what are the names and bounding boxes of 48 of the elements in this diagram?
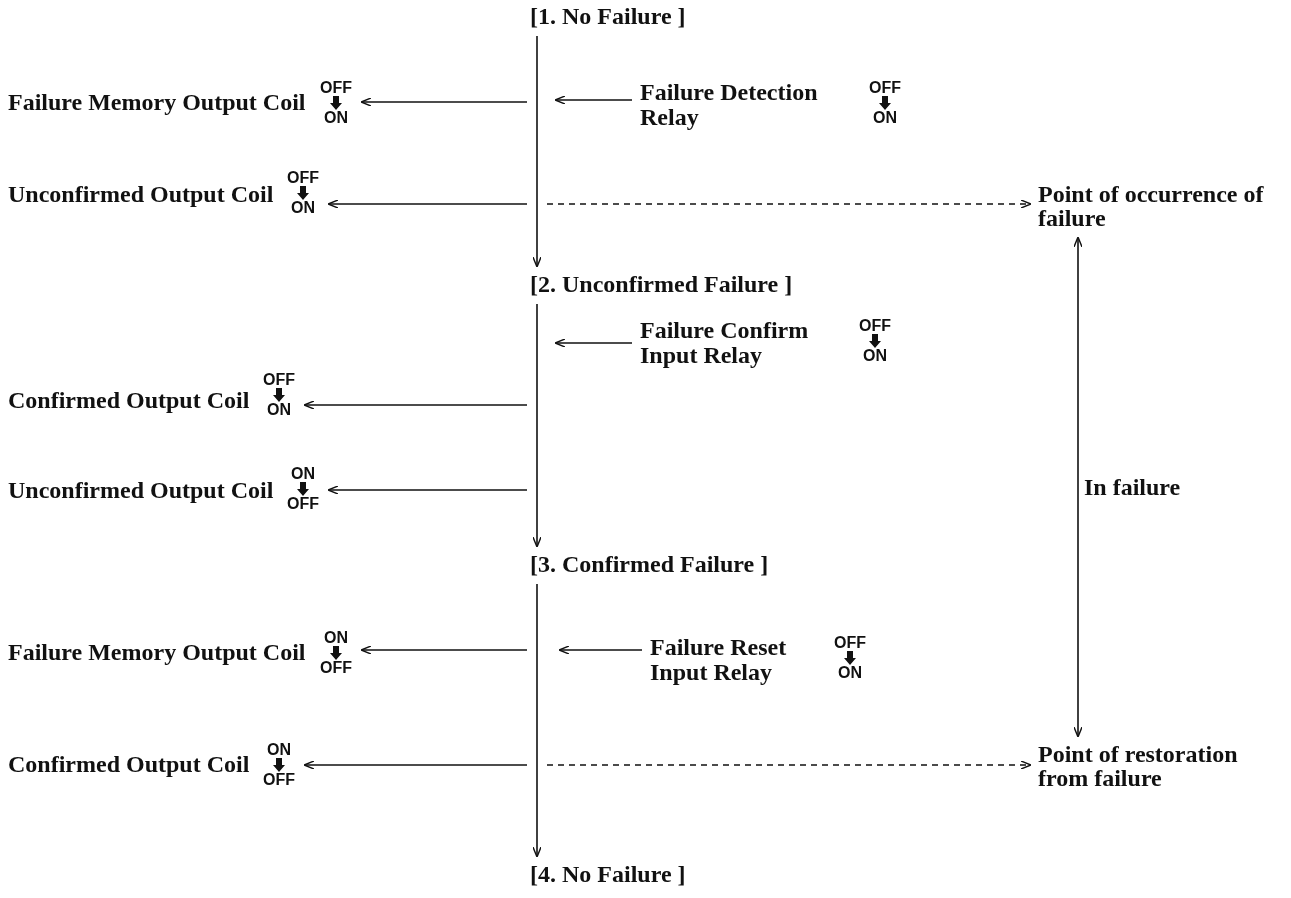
vertical-arrow xyxy=(532,35,542,268)
state-text: OFF xyxy=(287,496,319,512)
state-text: ON xyxy=(873,110,897,126)
heading-label: [1. No Failure ] xyxy=(530,4,730,28)
arrow xyxy=(554,338,633,348)
coil-label: Unconfirmed Output Coil xyxy=(8,182,274,207)
arrow xyxy=(360,645,528,655)
state-text: ON xyxy=(838,665,862,681)
state-text: ON xyxy=(863,348,887,364)
heading-label: [3. Confirmed Failure ] xyxy=(530,552,830,576)
state-text: OFF xyxy=(834,635,866,651)
heading-label: [2. Unconfirmed Failure ] xyxy=(530,272,850,296)
relay-label: Failure Reset Input Relay xyxy=(650,635,788,685)
arrow xyxy=(327,199,528,209)
coil-label: Unconfirmed Output Coil xyxy=(8,478,274,503)
vertical-arrow xyxy=(532,303,542,548)
dashed-arrow xyxy=(546,760,1032,770)
arrow xyxy=(303,400,528,410)
state-text: ON xyxy=(291,200,315,216)
relay-label: Failure Confirm Input Relay xyxy=(640,318,810,368)
arrow xyxy=(303,760,528,770)
event-label: Point of occurrence of failure xyxy=(1038,182,1270,230)
state-text: ON xyxy=(324,110,348,126)
state-text: OFF xyxy=(869,80,901,96)
state-text: OFF xyxy=(263,372,295,388)
coil-label: Confirmed Output Coil xyxy=(8,752,250,777)
state-text: OFF xyxy=(320,660,352,676)
coil-label: Failure Memory Output Coil xyxy=(8,90,306,115)
state-text: ON xyxy=(267,402,291,418)
state-text: OFF xyxy=(320,80,352,96)
coil-label: Failure Memory Output Coil xyxy=(8,640,306,665)
arrow xyxy=(558,645,643,655)
state-text: OFF xyxy=(859,318,891,334)
relay-label: Failure Detection Relay xyxy=(640,80,819,130)
arrow xyxy=(360,97,528,107)
vertical-arrow xyxy=(532,583,542,858)
vertical-arrow xyxy=(1073,236,1083,738)
state-text: OFF xyxy=(263,772,295,788)
event-label: Point of restoration from failure xyxy=(1038,742,1270,790)
state-text: OFF xyxy=(287,170,319,186)
dashed-arrow xyxy=(546,199,1032,209)
arrow xyxy=(327,485,528,495)
heading-label: [4. No Failure ] xyxy=(530,862,730,886)
coil-label: Confirmed Output Coil xyxy=(8,388,250,413)
arrow xyxy=(554,95,633,105)
state-text: ON xyxy=(324,630,348,646)
state-text: ON xyxy=(267,742,291,758)
state-text: ON xyxy=(291,466,315,482)
